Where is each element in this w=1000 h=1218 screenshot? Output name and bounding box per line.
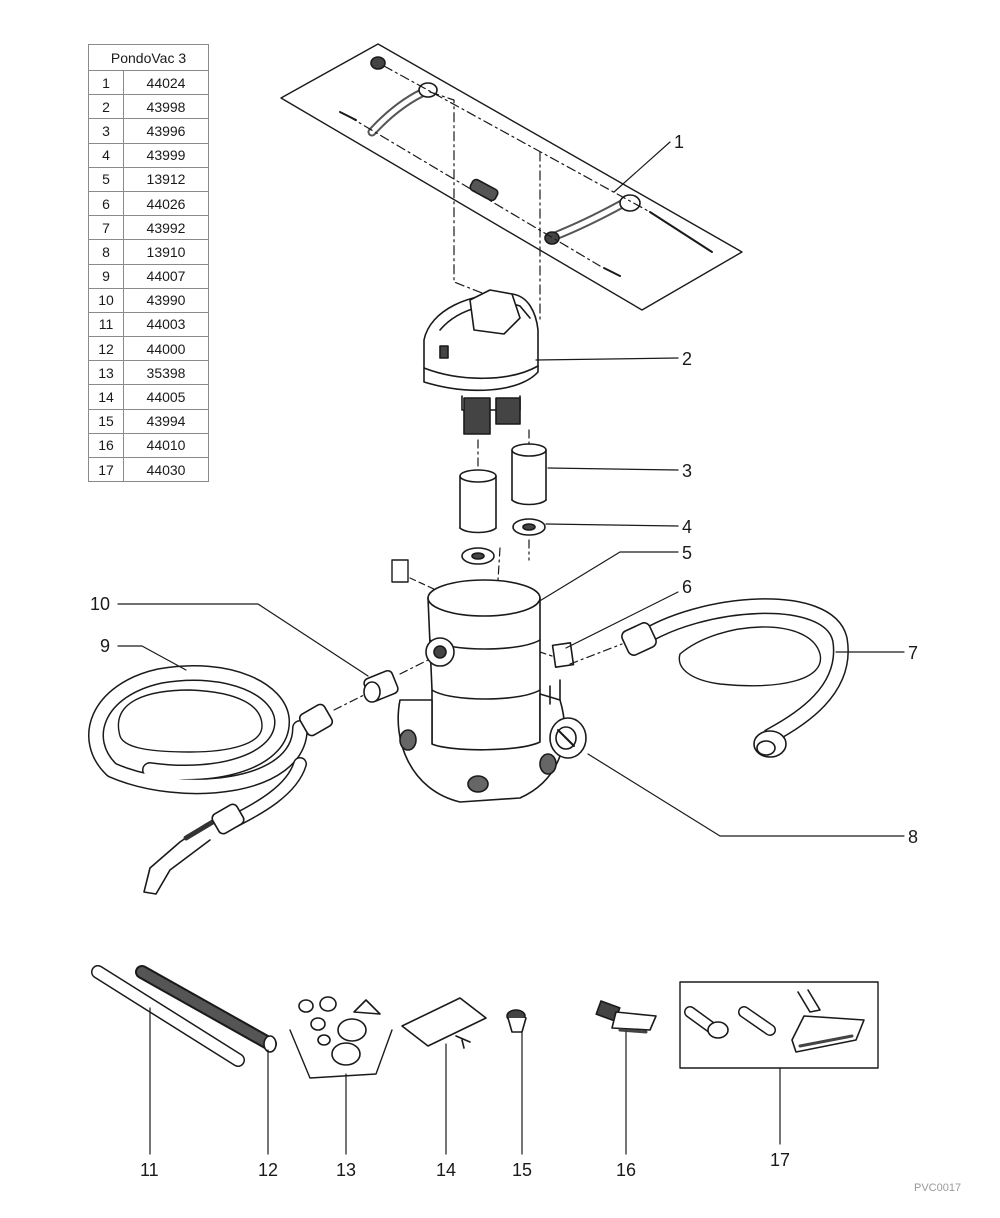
callout-12: 12 [258,1160,278,1180]
callout-2: 2 [682,349,692,369]
part-code-cell: 43999 [123,142,209,168]
callout-4: 4 [682,517,692,537]
callout-11: 11 [140,1160,159,1180]
part-3-filter-tubes [459,429,547,534]
part-code-cell: 44003 [123,311,209,338]
callout-17: 17 [770,1150,790,1170]
part-11-suction-tube [91,965,245,1067]
part-12-suction-tube [135,965,277,1053]
callout-13: 13 [336,1160,356,1180]
callout-16: 16 [616,1160,636,1180]
part-code-cell: 44024 [123,69,209,96]
callout-8: 8 [908,827,918,847]
callout-1: 1 [674,132,684,152]
part-10-connector [363,659,429,703]
document-code: PVC0017 [914,1182,962,1194]
part-17-accessory-set [679,981,879,1069]
part-16-nozzle [595,1000,657,1034]
part-6-clip [539,642,575,668]
callout-14: 14 [436,1160,456,1180]
callout-3: 3 [682,461,692,481]
part-number-cell: 7 [88,215,124,241]
part-number-cell: 1 [88,69,124,96]
part-number-cell: 8 [88,239,124,265]
part-code-cell: 44005 [123,384,209,410]
part-number-cell: 16 [88,432,124,459]
part-code-cell: 44030 [123,456,209,483]
part-15-valve [506,1009,527,1033]
part-13-seal-set [289,996,393,1079]
part-7-hose [569,598,849,758]
part-9-hose [88,665,367,895]
part-14-filter-bag [401,997,487,1049]
leader-lines [117,141,905,1155]
part-code-cell: 43992 [123,215,209,241]
callout-6: 6 [682,577,692,597]
callout-9: 9 [100,636,110,656]
part-4-seal-rings [461,518,546,565]
part-code-cell: 13910 [123,239,209,265]
part-code-cell: 43998 [123,94,209,120]
callout-10: 10 [90,594,110,614]
callout-15: 15 [512,1160,532,1180]
part-number-cell: 15 [88,408,124,434]
callout-7: 7 [908,643,918,663]
part-1-handle-assembly [280,43,743,323]
callout-5: 5 [682,543,692,563]
part-8-outlet-connector [549,717,587,759]
part-number-cell: 3 [88,118,124,144]
part-number-cell: 14 [88,384,124,410]
part-code-cell: 43996 [123,118,209,144]
parts-table-header-row: PondoVac 3 [88,44,209,71]
part-2-motor-head [423,289,539,435]
part-code-cell: 35398 [123,360,209,386]
part-code-cell: 44010 [123,432,209,459]
parts-table-header: PondoVac 3 [88,44,209,71]
part-number-cell: 11 [88,311,124,338]
part-code-cell: 13912 [123,166,209,192]
part-code-cell: 44007 [123,263,209,289]
